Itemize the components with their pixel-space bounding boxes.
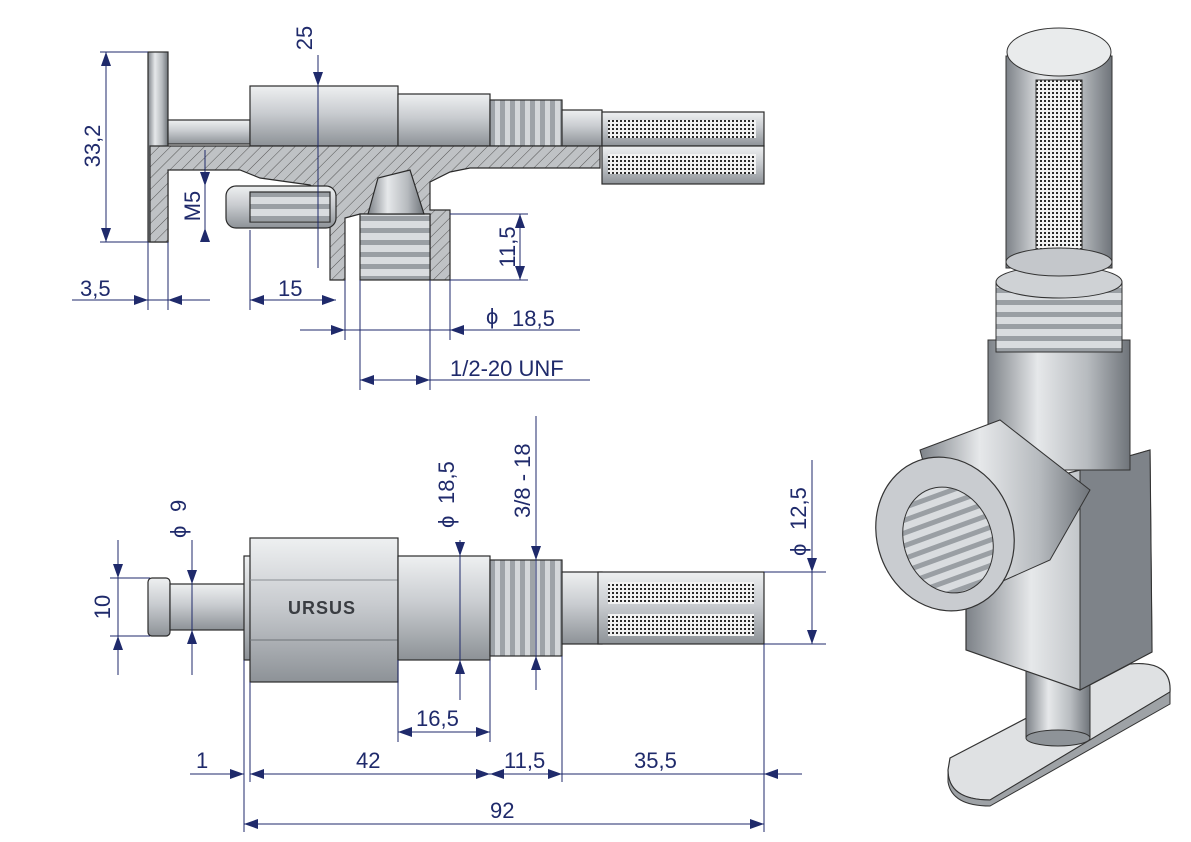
dim-35-5: 35,5: [634, 748, 677, 773]
dim-3-5: 3,5: [80, 276, 111, 301]
port-cone: [367, 169, 425, 215]
dim-11-5-a: 11,5: [495, 226, 520, 267]
hex-housing-side: [1079, 449, 1153, 691]
dim-25: 25: [292, 26, 317, 50]
dim-15: 15: [278, 276, 302, 301]
diameter-symbol: ϕ: [486, 304, 498, 329]
dim-unf: 1/2-20 UNF: [450, 356, 564, 381]
collar: [397, 555, 491, 661]
dimensions-section: 33,2 25 M5 11,5 3,5 15: [72, 26, 590, 390]
tip-pin: [169, 583, 249, 631]
lower-stem-end: [1025, 729, 1091, 747]
dim-dia-18-5-a: 18,5: [512, 306, 555, 331]
side-port-bore: [902, 486, 994, 594]
ursus-brand: URSUS: [288, 598, 356, 618]
dim-42: 42: [356, 748, 380, 773]
dim-1: 1: [196, 748, 208, 773]
diameter-symbol: ϕ: [166, 526, 191, 538]
dim-33-2: 33,2: [80, 125, 105, 168]
dim-11-5-b: 11,5: [504, 748, 545, 773]
side-view: URSUS: [147, 537, 765, 683]
dim-16-5: 16,5: [416, 706, 459, 731]
dimensions-side: 10 ϕ 9 ϕ 18,5 3/8 - 18 ϕ 12,5 16,5: [90, 416, 826, 832]
diameter-symbol: ϕ: [434, 516, 459, 528]
mesh-pattern: [608, 582, 754, 604]
filter-head: [561, 571, 603, 645]
thread-3-8: [489, 559, 563, 657]
flange-stem: [167, 119, 251, 145]
dim-dia-18-5-b: 18,5: [434, 461, 459, 504]
dim-92: 92: [490, 798, 514, 823]
hex-nut: [249, 537, 399, 683]
dim-thread-3-8: 3/8 - 18: [510, 443, 535, 518]
filter-cap: [1006, 27, 1112, 77]
isometric-view: [875, 27, 1171, 807]
m5-thread: [249, 191, 331, 223]
dim-m5: M5: [180, 191, 205, 222]
mesh-pattern: [608, 120, 756, 138]
tip-cap: [147, 577, 171, 637]
port-thread: [359, 213, 431, 281]
hex-body: [249, 85, 399, 147]
dim-dia-12-5: 12,5: [786, 487, 811, 530]
section-view: [147, 51, 765, 281]
diameter-symbol: ϕ: [786, 544, 811, 556]
filter-mesh: [1035, 79, 1083, 253]
dim-dia-9: 9: [166, 500, 191, 512]
base-plate-edge: [947, 691, 1171, 807]
filter-ring: [1005, 247, 1113, 277]
mesh-pattern: [608, 154, 756, 174]
dim-10: 10: [90, 595, 115, 619]
filter-head: [561, 109, 603, 147]
threaded-section: [489, 99, 563, 147]
mesh-pattern: [608, 614, 754, 636]
middle-shaft: [397, 93, 491, 147]
